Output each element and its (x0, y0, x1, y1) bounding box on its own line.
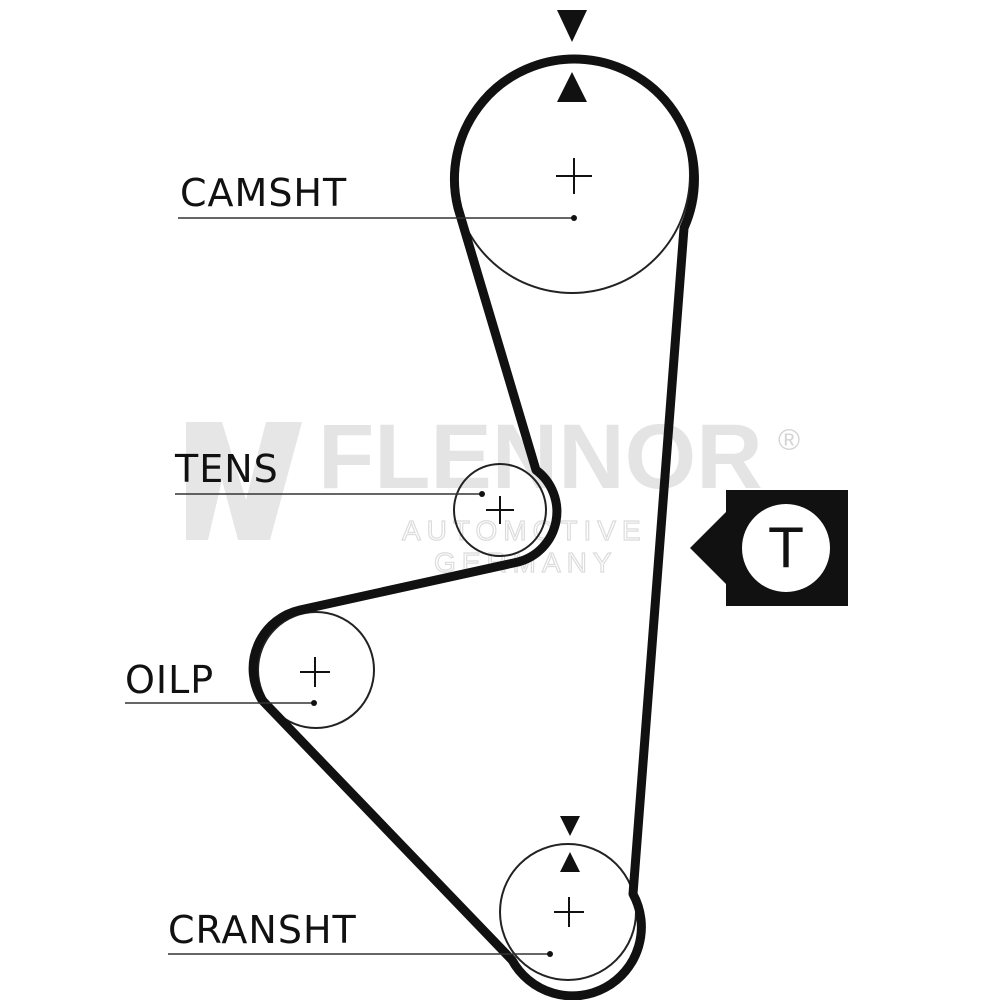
tension-pointer-icon (690, 510, 728, 586)
tensioner-leader-dot (479, 491, 485, 497)
tension-marker-label: T (769, 517, 804, 580)
crankshaft-top-mark-icon (560, 816, 580, 836)
watermark-brand: FLENNOR (318, 406, 763, 508)
crankshaft-center-icon (554, 897, 584, 927)
tensioner-center-icon (486, 496, 514, 524)
camshaft-leader-dot (571, 215, 577, 221)
oil-pump-leader-dot (311, 700, 317, 706)
tension-marker: T (690, 490, 848, 606)
crankshaft-leader-dot (547, 951, 553, 957)
oil-pump-pulley (257, 611, 375, 729)
watermark-line1: AUTOMOTIVE (402, 515, 647, 546)
crankshaft-label: CRANSHT (168, 908, 357, 952)
oil-pump-center-icon (300, 657, 330, 687)
watermark-registered-mark: ® (778, 424, 800, 457)
tensioner-pulley (453, 463, 547, 557)
tensioner-label: TENS (174, 447, 279, 491)
crankshaft-bottom-mark-icon (560, 852, 580, 872)
camshaft-bottom-mark-icon (557, 72, 587, 102)
camshaft-center-icon (556, 158, 592, 194)
camshaft-label: CAMSHT (180, 171, 347, 215)
watermark-w-mark (186, 422, 302, 540)
oil-pump-label: OILP (125, 658, 214, 702)
timing-belt (248, 54, 699, 1000)
camshaft-top-mark-icon (557, 10, 587, 42)
